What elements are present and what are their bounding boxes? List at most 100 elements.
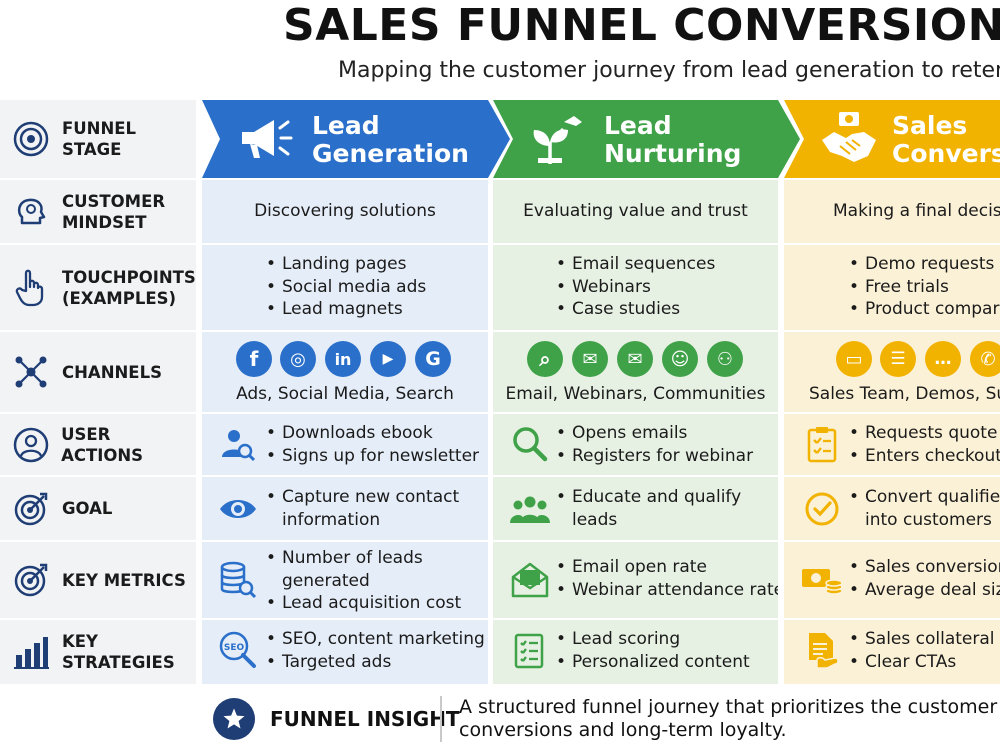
- strategies-lead-generation: SEO, content marketing Targeted ads: [264, 628, 488, 673]
- channels-lead-generation: Ads, Social Media, Search: [236, 384, 454, 404]
- row-label-funnel-stage: FUNNEL STAGE: [0, 100, 196, 178]
- stage-header-lead-generation: [202, 100, 514, 178]
- channels-sales-conversion: Sales Team, Demos, Support: [809, 384, 1000, 404]
- list-item: Email sequences: [554, 253, 778, 276]
- row-label-text: CUSTOMER MINDSET: [62, 191, 166, 232]
- list-item: Clear CTAs: [847, 651, 1000, 674]
- monitor-icon: ▭: [836, 341, 872, 377]
- pointer-hand-icon: [0, 267, 62, 309]
- instagram-icon: ◎: [280, 341, 316, 377]
- list-item: Downloads ebook: [264, 422, 488, 445]
- open-envelope-icon: [510, 560, 550, 600]
- row-label-goal: GOAL: [0, 477, 196, 540]
- row-label-customer-mindset: CUSTOMER MINDSET: [0, 180, 196, 243]
- search-icon: ⌕: [527, 341, 563, 377]
- list-item: Requests quote: [847, 422, 1000, 445]
- head-mind-icon: [0, 193, 62, 231]
- bar-chart-icon: [0, 633, 62, 671]
- list-item: Opens emails: [554, 422, 778, 445]
- stage-header-sales-conversion: [784, 100, 1000, 178]
- page-title: SALES FUNNEL CONVERSION MAP: [283, 0, 1000, 51]
- list-item: Educate and qualify: [554, 486, 778, 509]
- email-icon: ✉: [617, 341, 653, 377]
- list-item: Landing pages: [264, 253, 488, 276]
- actions-lead-nurturing: Opens emails Registers for webinar: [554, 422, 778, 467]
- list-item-continued: leads: [572, 509, 618, 530]
- row-label-user-actions: USER ACTIONS: [0, 414, 196, 475]
- metrics-sales-conversion: Sales conversion rate Average deal size: [847, 556, 1000, 601]
- list-item: Sales collateral: [847, 628, 1000, 651]
- actions-lead-generation: Downloads ebook Signs up for newsletter: [264, 422, 488, 467]
- list-item: SEO, content marketing: [264, 628, 488, 651]
- user-search-icon: [218, 424, 258, 464]
- funnel-insight-footer: FUNNEL INSIGHT A structured funnel journ…: [0, 690, 1000, 750]
- group-icon: ⚇: [707, 341, 743, 377]
- mindset-lead-generation: Discovering solutions: [254, 201, 436, 221]
- clipboard-icon: [802, 424, 842, 464]
- channels-lead-nurturing: Email, Webinars, Communities: [505, 384, 766, 404]
- list-item: Enters checkout: [847, 445, 1000, 468]
- list-item-continued: information: [282, 509, 381, 530]
- goal-lead-nurturing: Educate and qualify leads: [554, 486, 778, 531]
- list-item-continued: into customers: [865, 509, 992, 530]
- footer-divider: [440, 696, 442, 742]
- list-item: Case studies: [554, 298, 778, 321]
- megaphone-icon: [236, 114, 294, 164]
- list-item: Registers for webinar: [554, 445, 778, 468]
- actions-sales-conversion: Requests quote Enters checkout: [847, 422, 1000, 467]
- row-label-text: KEY STRATEGIES: [62, 632, 175, 672]
- stage-title: Sales Conversion: [892, 111, 1000, 168]
- list-item: Average deal size: [847, 579, 1000, 602]
- goal-sales-conversion: Convert qualified leads into customers: [847, 486, 1000, 531]
- list-item: Capture new contact: [264, 486, 488, 509]
- youtube-icon: ▶: [370, 341, 406, 377]
- list-item: Targeted ads: [264, 651, 488, 674]
- funnel-insight-text: A structured funnel journey that priorit…: [459, 696, 1000, 742]
- community-icon: ☺: [662, 341, 698, 377]
- list-item: Lead acquisition cost: [264, 592, 488, 615]
- funnel-insight-line: conversions and long-term loyalty.: [459, 719, 787, 741]
- row-label-text: KEY METRICS: [62, 570, 186, 590]
- list-item: Sales conversion rate: [847, 556, 1000, 579]
- database-search-icon: [218, 560, 258, 600]
- list-item: Webinar attendance rate: [554, 579, 778, 602]
- list-item: Number of leads: [264, 547, 488, 570]
- row-label-text: USER ACTIONS: [61, 424, 144, 465]
- checklist-icon: [510, 631, 550, 671]
- metrics-lead-nurturing: Email open rate Webinar attendance rate: [554, 556, 778, 601]
- document-hand-icon: [802, 630, 842, 670]
- page-subtitle: Mapping the customer journey from lead g…: [338, 58, 1000, 83]
- row-label-channels: CHANNELS: [0, 332, 196, 412]
- eye-icon: [218, 489, 258, 529]
- list-item: Lead magnets: [264, 298, 488, 321]
- row-divider: [0, 178, 1000, 180]
- list-item: Lead scoring: [554, 628, 778, 651]
- document-icon: ☰: [880, 341, 916, 377]
- mindset-lead-nurturing: Evaluating value and trust: [523, 201, 748, 221]
- row-label-touchpoints: TOUCHPOINTS (EXAMPLES): [0, 245, 196, 330]
- list-item: Free trials: [847, 276, 1000, 299]
- handshake-icon: [818, 110, 880, 168]
- list-item: Webinars: [554, 276, 778, 299]
- funnel-insight-line: A structured funnel journey that priorit…: [459, 696, 1000, 718]
- strategies-sales-conversion: Sales collateral Clear CTAs: [847, 628, 1000, 673]
- list-item: Signs up for newsletter: [264, 445, 488, 468]
- email-icon: ✉: [572, 341, 608, 377]
- touchpoints-lead-generation: Landing pages Social media ads Lead magn…: [264, 253, 488, 321]
- star-icon: [213, 698, 255, 740]
- row-divider: [0, 618, 1000, 620]
- list-item-continued: generated: [282, 570, 370, 591]
- goal-lead-generation: Capture new contact information: [264, 486, 488, 531]
- list-item: Convert qualified leads: [847, 486, 1000, 509]
- facebook-icon: f: [236, 341, 272, 377]
- target-stage-icon: [0, 120, 62, 158]
- phone-icon: ✆: [970, 341, 1000, 377]
- row-label-key-metrics: KEY METRICS: [0, 542, 196, 618]
- target-arrow-icon: [0, 490, 62, 528]
- row-label-key-strategies: KEY STRATEGIES: [0, 620, 196, 684]
- funnel-insight-label: FUNNEL INSIGHT: [270, 707, 460, 731]
- row-divider: [0, 330, 1000, 332]
- row-label-text: FUNNEL STAGE: [62, 119, 137, 159]
- metrics-lead-generation: Number of leads generated Lead acquisiti…: [264, 547, 488, 615]
- touchpoints-sales-conversion: Demo requests Free trials Product compar…: [847, 253, 1000, 321]
